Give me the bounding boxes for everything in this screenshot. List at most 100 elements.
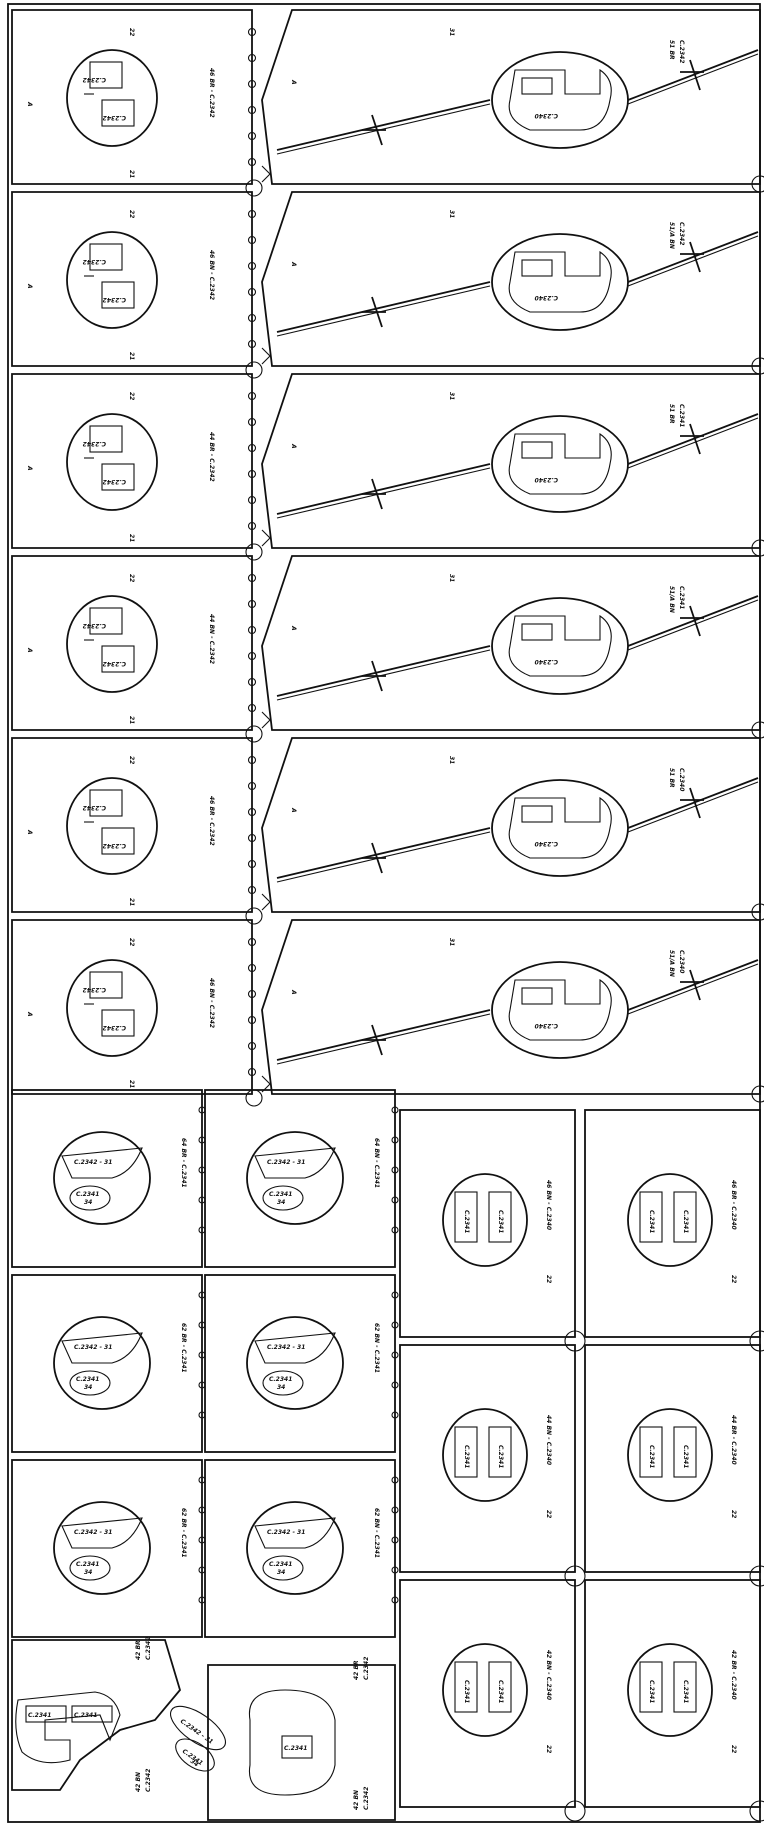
edge-notch bbox=[391, 1136, 399, 1144]
rod-right bbox=[627, 49, 759, 101]
edge-notch bbox=[247, 495, 257, 505]
left-notch bbox=[261, 165, 271, 183]
cap-subcode: 34 bbox=[277, 1199, 285, 1206]
hub-oval bbox=[627, 1173, 713, 1267]
hub-hook bbox=[508, 250, 612, 313]
joint-circle bbox=[245, 361, 263, 379]
bottom-left-hook-shape bbox=[15, 1691, 121, 1764]
rod-cross-left bbox=[362, 842, 386, 874]
hub-box-right bbox=[673, 1661, 697, 1713]
left-panel-corner: 22 bbox=[128, 392, 135, 400]
hub-code-b: C.2341 bbox=[682, 1445, 689, 1468]
hub-code: C.2340 bbox=[535, 294, 558, 301]
hub-oval bbox=[246, 1131, 344, 1225]
hub-code-b: C.2341 bbox=[682, 1210, 689, 1233]
cap-code: C.2341 bbox=[76, 1561, 99, 1568]
bottom-right-label-2: 42 BN bbox=[353, 1790, 360, 1810]
panel-side: 22 bbox=[730, 1275, 737, 1283]
hub-box-right bbox=[673, 1191, 697, 1243]
right-panel-outline bbox=[261, 191, 761, 367]
panel-side: 22 bbox=[545, 1510, 552, 1518]
left-panel-a-mark: A bbox=[26, 465, 33, 471]
left-panel-side: 21 bbox=[128, 1080, 135, 1088]
left-panel-a-mark: A bbox=[26, 1011, 33, 1017]
hub-oval bbox=[491, 233, 629, 331]
left-panel-a-mark: A bbox=[26, 829, 33, 835]
panel-label: 42 BN - C.2340 bbox=[545, 1650, 552, 1700]
hub-inner-box bbox=[521, 441, 553, 459]
hub-box-left bbox=[454, 1661, 478, 1713]
right-panel-label-top: 51/A BN bbox=[668, 586, 675, 613]
rod-right-inner bbox=[627, 599, 759, 651]
hub-oval bbox=[491, 415, 629, 513]
panel-outline bbox=[399, 1344, 576, 1573]
sheet-border bbox=[7, 3, 761, 1823]
edge-notch bbox=[391, 1506, 399, 1514]
rod-cross-left bbox=[362, 478, 386, 510]
left-panel-side: 21 bbox=[128, 170, 135, 178]
right-panel-corner: 31 bbox=[448, 28, 455, 36]
bottom-left-code-b: C.2341 bbox=[74, 1712, 97, 1719]
panel-label: 44 BR - C.2340 bbox=[730, 1415, 737, 1465]
hub-hook bbox=[508, 978, 612, 1041]
hub-box-left bbox=[639, 1661, 663, 1713]
bottom-left-box-b bbox=[71, 1705, 113, 1723]
right-panel-corner: 31 bbox=[448, 938, 455, 946]
bottom-left-box-a bbox=[25, 1705, 67, 1723]
left-panel-corner: 22 bbox=[128, 210, 135, 218]
panel-outline bbox=[584, 1109, 761, 1338]
right-panel-outline bbox=[261, 9, 761, 185]
hub-code-a: C.2341 bbox=[648, 1445, 655, 1468]
joint-circle bbox=[245, 725, 263, 743]
hub-oval bbox=[246, 1501, 344, 1595]
small-cap bbox=[69, 1185, 111, 1211]
blade-code: C.2342 - 31 bbox=[74, 1159, 112, 1166]
rod-cross-left bbox=[362, 296, 386, 328]
left-panel-corner: 22 bbox=[128, 28, 135, 36]
right-panel-label-top: 51/A BN bbox=[668, 950, 675, 977]
rod-left-inner bbox=[276, 103, 491, 155]
bottom-right-box bbox=[281, 1735, 313, 1759]
left-notch bbox=[261, 529, 271, 547]
hub-hook bbox=[508, 796, 612, 859]
hub-code-a: C.2342 bbox=[83, 986, 106, 993]
rod-right-inner bbox=[627, 781, 759, 833]
rod-right-inner bbox=[627, 53, 759, 105]
edge-notch bbox=[247, 937, 257, 947]
hub-box-right bbox=[488, 1426, 512, 1478]
edge-notch bbox=[391, 1476, 399, 1484]
hub-code-b: C.2341 bbox=[497, 1210, 504, 1233]
left-panel-outline bbox=[11, 737, 253, 913]
bottom-right-label-1: 42 BR bbox=[353, 1660, 360, 1680]
hub-inner-box bbox=[521, 77, 553, 95]
edge-notch bbox=[391, 1596, 399, 1604]
hub-box-bottom bbox=[101, 827, 135, 855]
left-panel-label: 46 BN - C.2342 bbox=[208, 250, 215, 300]
panel-label: 44 BN - C.2340 bbox=[545, 1415, 552, 1465]
panel-outline bbox=[204, 1274, 396, 1453]
edge-notch bbox=[391, 1536, 399, 1544]
rod-left bbox=[276, 645, 491, 697]
right-panel-corner: 31 bbox=[448, 392, 455, 400]
hub-hook bbox=[508, 68, 612, 131]
bottom-left-label-2: 42 BN bbox=[135, 1772, 142, 1792]
hub-code-b: C.2341 bbox=[497, 1680, 504, 1703]
cap-subcode: 34 bbox=[84, 1569, 92, 1576]
bottom-left-label-2-code: C.2342 bbox=[145, 1769, 152, 1792]
rod-left bbox=[276, 99, 491, 151]
rod-right bbox=[627, 777, 759, 829]
hub-oval bbox=[491, 961, 629, 1059]
blade-shape bbox=[61, 1517, 143, 1549]
hub-code-b: C.2341 bbox=[497, 1445, 504, 1468]
left-panel-side: 21 bbox=[128, 534, 135, 542]
right-panel-a-mark: A bbox=[290, 261, 297, 267]
